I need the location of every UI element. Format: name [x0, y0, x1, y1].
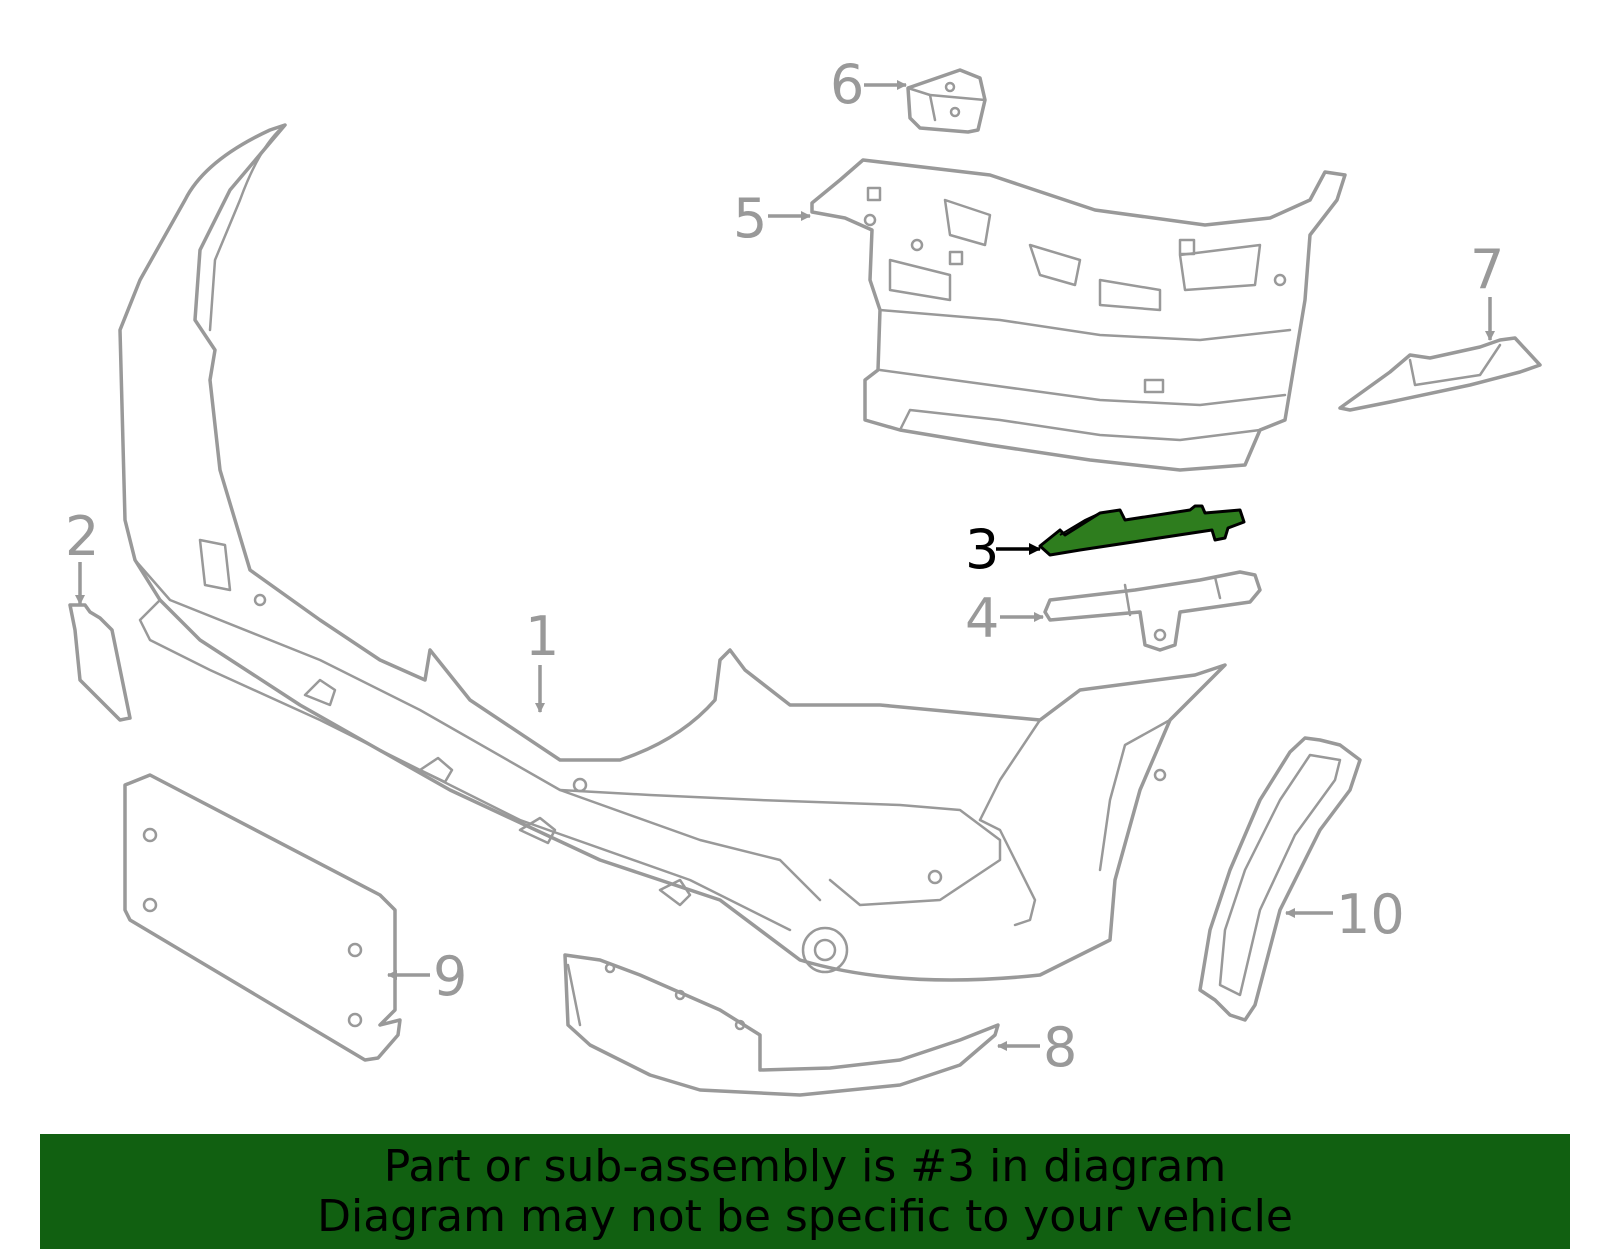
callout-label-2: 2 [65, 505, 99, 568]
part-3-bracket-highlighted [1038, 504, 1246, 557]
part-4-bracket [1043, 570, 1262, 652]
info-banner: Part or sub-assembly is #3 in diagram Di… [40, 1134, 1570, 1249]
callout-label-8: 8 [1043, 1016, 1077, 1079]
callout-label-9: 9 [433, 945, 467, 1008]
part-10-side-trim [1198, 736, 1362, 1022]
callout-label-5: 5 [733, 187, 767, 250]
part-1-bumper-cover [118, 123, 1227, 982]
callout-label-3: 3 [965, 518, 999, 581]
callout-label-4: 4 [965, 587, 999, 650]
banner-line-part-number: Part or sub-assembly is #3 in diagram [383, 1141, 1227, 1192]
part-6-sensor-block [906, 68, 987, 134]
banner-line-disclaimer: Diagram may not be specific to your vehi… [317, 1191, 1293, 1242]
callout-label-10: 10 [1336, 883, 1405, 946]
callout-label-6: 6 [830, 53, 864, 116]
part-7-trim-piece [1338, 336, 1542, 412]
callout-label-1: 1 [525, 605, 559, 668]
part-8-lower-trim [563, 953, 1000, 1097]
part-5-grille-support [810, 158, 1347, 472]
callout-label-7: 7 [1470, 238, 1504, 301]
part-2-bracket [68, 603, 132, 722]
part-9-license-plate-bracket [123, 773, 402, 1062]
